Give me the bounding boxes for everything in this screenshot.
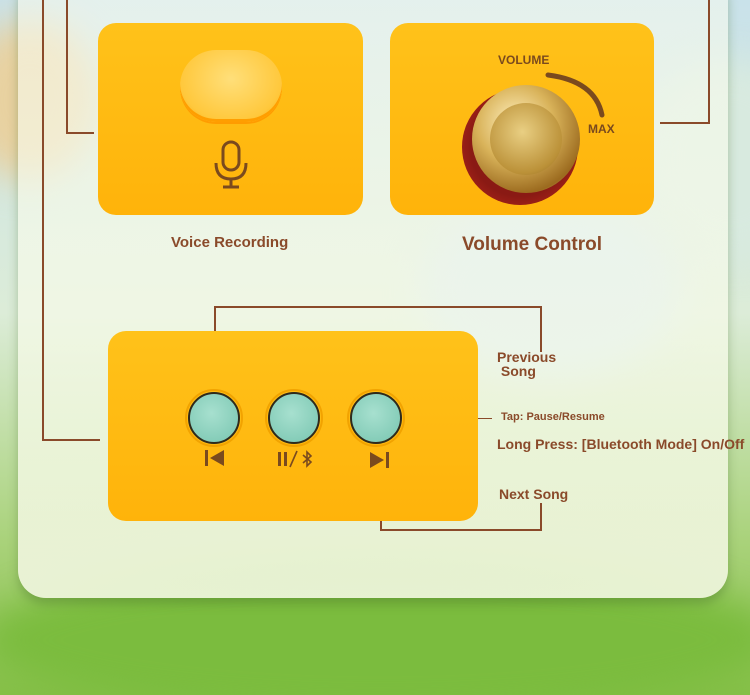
connector-voice-h bbox=[66, 132, 94, 134]
connector-volume-v bbox=[708, 0, 710, 124]
previous-song-button[interactable] bbox=[185, 389, 243, 447]
next-song-button[interactable] bbox=[347, 389, 405, 447]
play-pause-bluetooth-icon bbox=[278, 450, 313, 468]
previous-icon bbox=[205, 450, 224, 466]
play-pause-button[interactable] bbox=[265, 389, 323, 447]
max-label: MAX bbox=[588, 122, 615, 136]
connector-prev-v2 bbox=[540, 306, 542, 352]
voice-recording-label: Voice Recording bbox=[171, 234, 289, 251]
previous-song-label: Previous Song bbox=[497, 349, 557, 379]
connector-next-v2 bbox=[540, 503, 542, 531]
connector-left-outer-h bbox=[42, 439, 100, 441]
tap-pause-resume-label: Tap: Pause/Resume bbox=[501, 411, 605, 423]
volume-knob[interactable] bbox=[472, 85, 580, 193]
volume-panel: VOLUME MAX bbox=[390, 23, 654, 215]
connector-prev-h bbox=[214, 306, 542, 308]
long-press-bluetooth-label: Long Press: [Bluetooth Mode] On/Off bbox=[497, 436, 745, 452]
next-song-label: Next Song bbox=[499, 486, 569, 502]
microphone-icon bbox=[214, 140, 248, 189]
next-icon bbox=[370, 452, 389, 468]
volume-label: VOLUME bbox=[498, 53, 550, 67]
connector-voice-v bbox=[66, 0, 68, 134]
volume-knob-cap bbox=[490, 103, 562, 175]
record-button[interactable] bbox=[180, 50, 282, 122]
connector-next-h bbox=[380, 529, 542, 531]
connector-left-outer bbox=[42, 0, 44, 440]
volume-control-label: Volume Control bbox=[462, 234, 603, 255]
voice-recording-panel bbox=[98, 23, 363, 215]
connector-volume-h bbox=[660, 122, 710, 124]
volume-arc-icon bbox=[545, 72, 605, 118]
